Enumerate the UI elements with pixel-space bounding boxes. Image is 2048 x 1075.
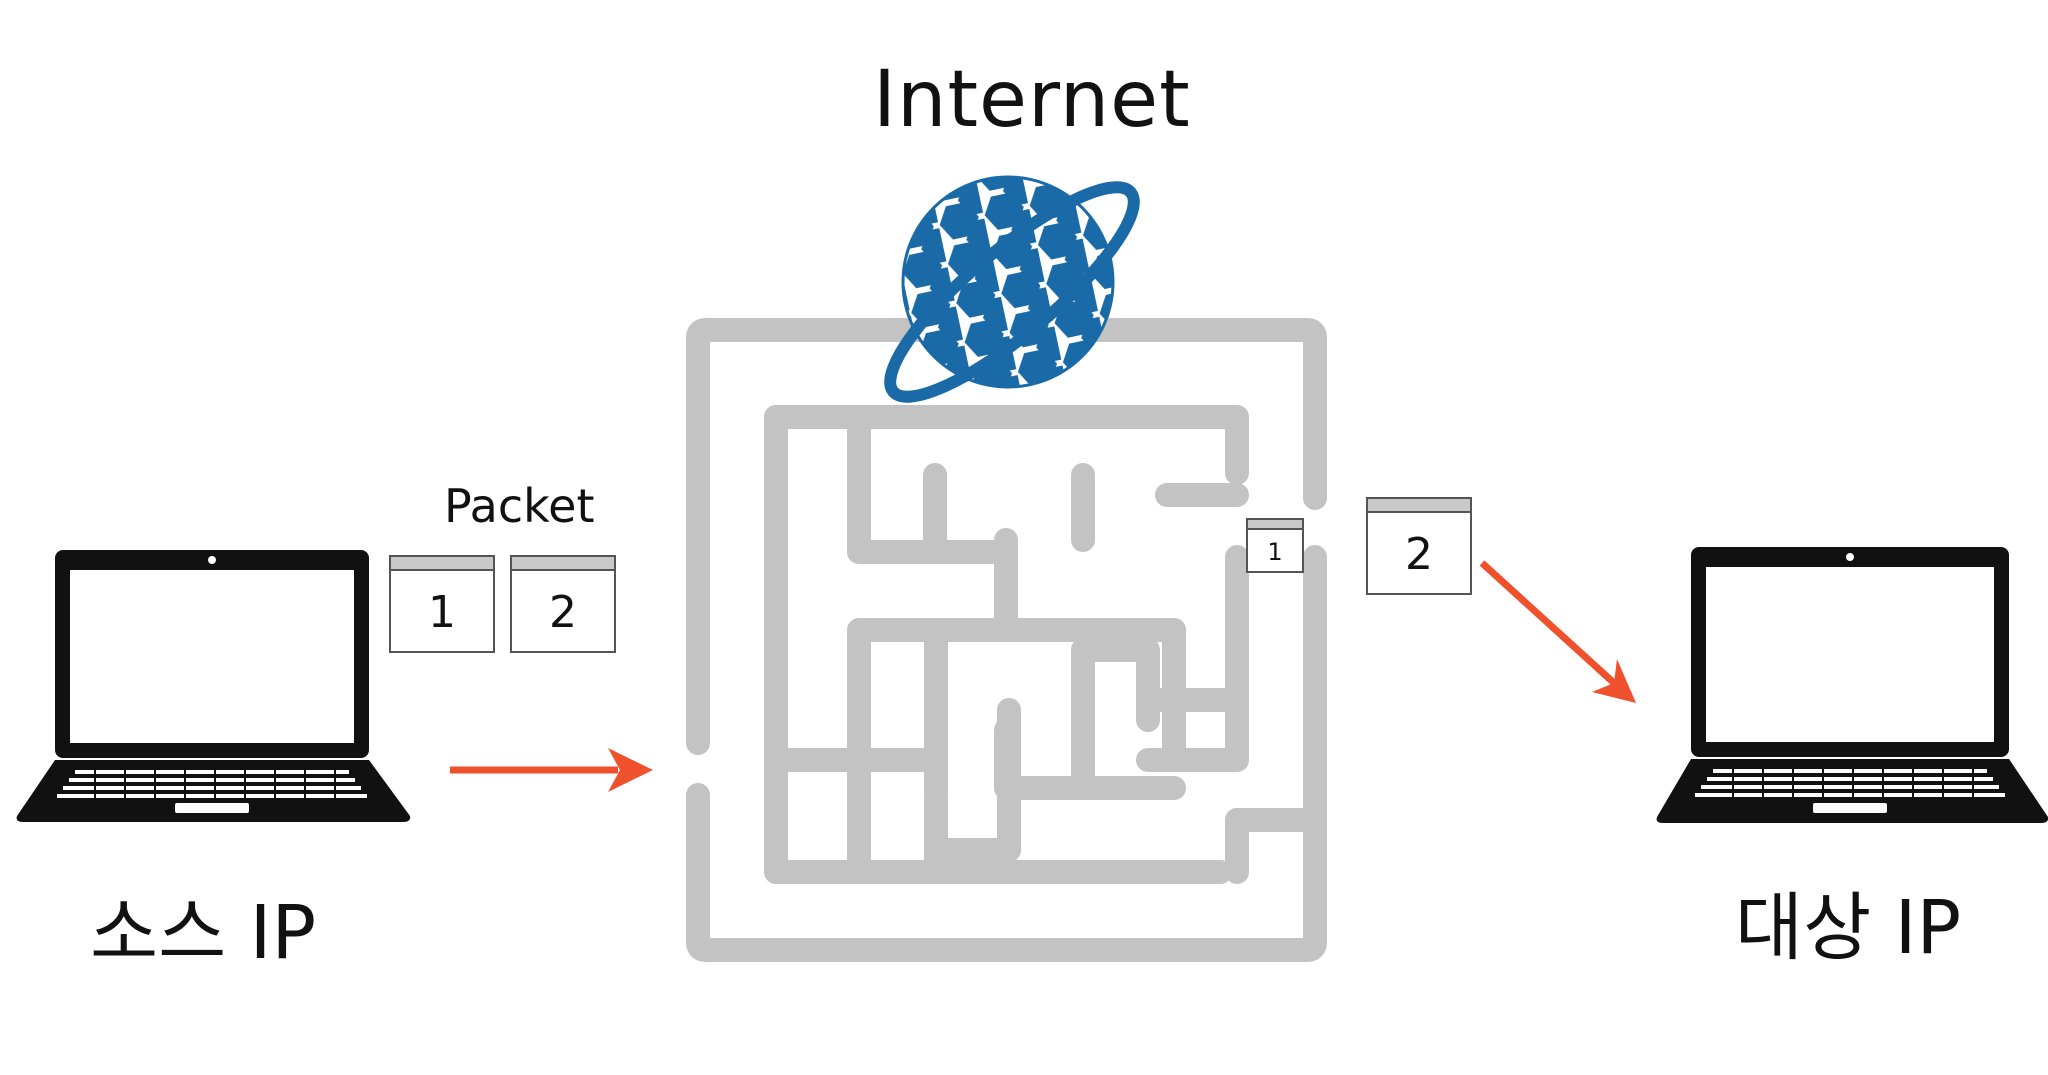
packet-2: 2 bbox=[510, 555, 616, 653]
packet-number: 2 bbox=[549, 586, 577, 638]
packet-number: 2 bbox=[1405, 528, 1433, 580]
laptop-icon bbox=[1656, 547, 2048, 823]
packet-label: Packet bbox=[444, 479, 595, 533]
packet-1-in-maze: 1 bbox=[1246, 518, 1304, 573]
globe-icon bbox=[884, 175, 1140, 403]
packet-number: 1 bbox=[1267, 537, 1283, 566]
packet-number: 1 bbox=[428, 586, 456, 638]
packet-2-exiting: 2 bbox=[1366, 497, 1472, 595]
source-ip-label: 소스 IP bbox=[90, 890, 317, 976]
arrow-maze-to-destination bbox=[1479, 560, 1636, 703]
laptop-icon bbox=[16, 550, 411, 822]
diagram-title: Internet bbox=[873, 55, 1191, 145]
arrow-source-to-maze bbox=[450, 748, 653, 792]
destination-ip-label: 대상 IP bbox=[1735, 885, 1962, 971]
packet-1: 1 bbox=[389, 555, 495, 653]
